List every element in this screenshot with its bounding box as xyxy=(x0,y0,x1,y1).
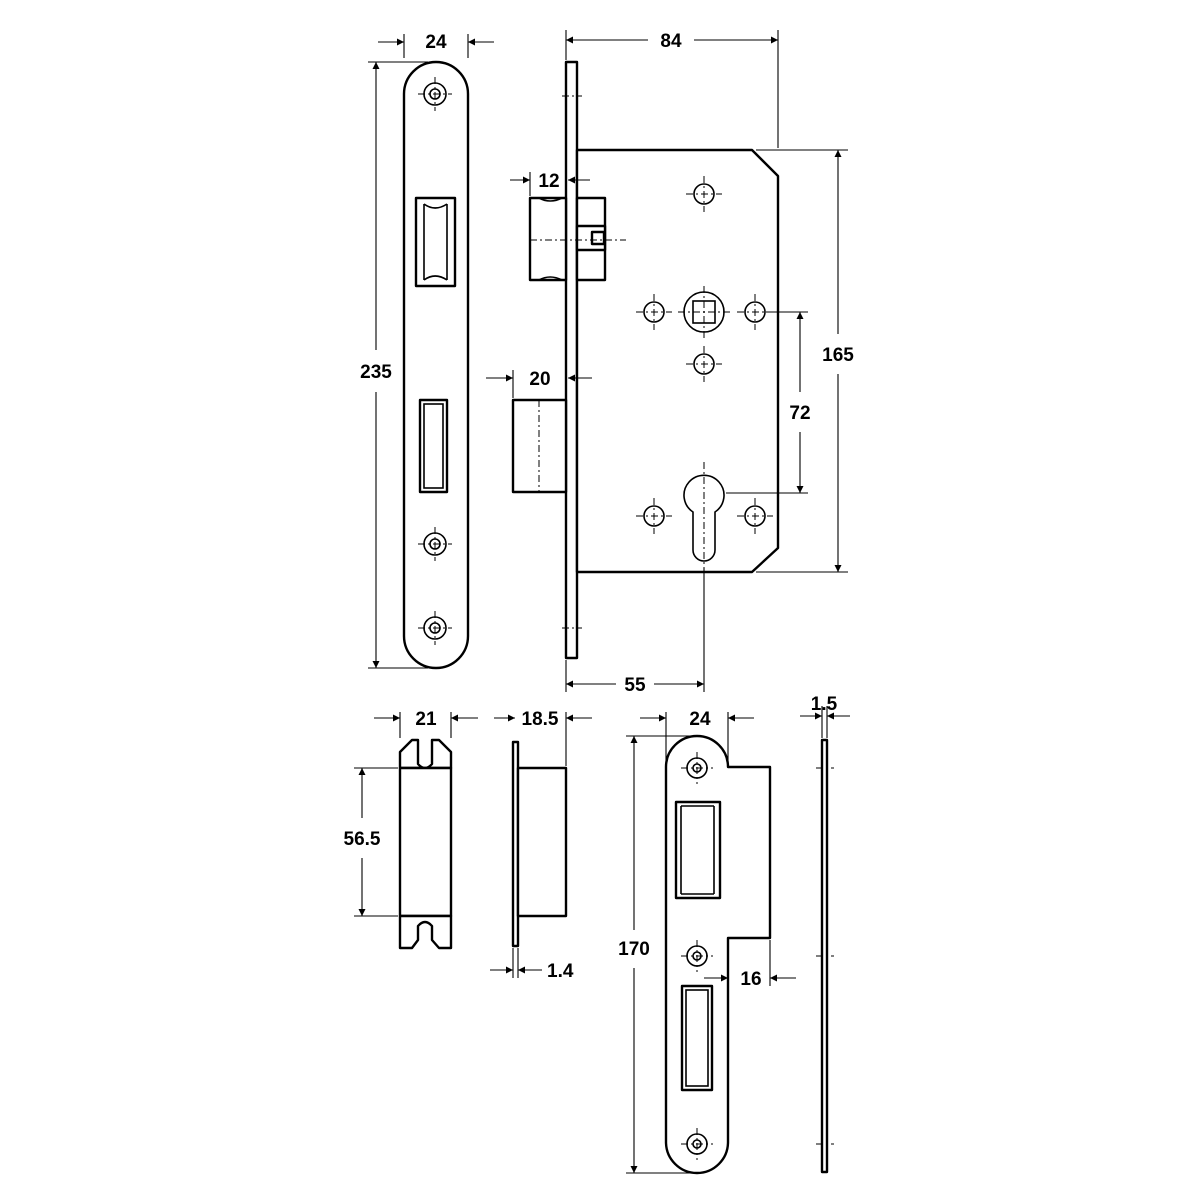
deadbolt-projection-label: 20 xyxy=(529,369,550,390)
strike-thickness-dimension: 1.5 xyxy=(800,694,850,738)
strike-lip-label: 16 xyxy=(740,969,761,990)
case-hole-left-follower xyxy=(636,294,672,330)
latch-projection-dimension: 12 xyxy=(510,171,590,196)
strike-plate xyxy=(664,734,772,1175)
box-keep-depth-dimension: 18.5 xyxy=(494,709,592,766)
case-hole-right-cylinder xyxy=(737,498,773,534)
case-hole-below-follower xyxy=(686,346,722,382)
case-depth-label: 84 xyxy=(660,31,682,52)
case-hole-left-cylinder xyxy=(636,498,672,534)
forend-plate xyxy=(402,60,470,670)
box-keep-height-dimension: 56.5 xyxy=(344,767,398,917)
euro-cylinder-cutout xyxy=(683,462,725,568)
backset-label: 55 xyxy=(624,675,646,696)
box-keep-side-view xyxy=(511,740,568,948)
box-keep-thickness-label: 1.4 xyxy=(547,961,574,982)
forend-height-dimension: 235 xyxy=(360,61,428,669)
forend-deadbolt-opening xyxy=(418,398,449,494)
strike-height-label: 170 xyxy=(618,939,650,960)
case-hole-top xyxy=(686,176,722,212)
strike-lip-dimension: 16 xyxy=(704,940,796,990)
lock-case xyxy=(575,148,780,574)
centre-distance-label: 72 xyxy=(789,403,810,424)
strike-latch-opening xyxy=(674,800,722,900)
strike-height-dimension: 170 xyxy=(618,735,692,1174)
forend-screw-hole-bottom xyxy=(418,611,452,645)
case-height-label: 165 xyxy=(822,345,854,366)
follower-square xyxy=(678,286,730,338)
box-keep-height-label: 56.5 xyxy=(344,829,381,850)
deadbolt-projection-dimension: 20 xyxy=(486,369,592,398)
latch-projection-label: 12 xyxy=(538,171,559,192)
strike-screw-hole-bottom xyxy=(681,1128,713,1160)
forend-screw-hole-top xyxy=(418,77,452,111)
dead-bolt xyxy=(511,398,568,494)
forend-latch-opening xyxy=(414,196,457,288)
box-keep-depth-label: 18.5 xyxy=(522,709,559,730)
forend-screw-hole-middle xyxy=(418,527,452,561)
case-depth-dimension: 84 xyxy=(565,30,779,148)
box-keep-width-label: 21 xyxy=(415,709,437,730)
forend-width-dimension: 24 xyxy=(378,32,494,58)
strike-width-label: 24 xyxy=(689,709,711,730)
strike-thickness-label: 1.5 xyxy=(811,694,838,715)
case-height-dimension: 165 xyxy=(756,149,854,573)
centre-distance-dimension: 72 xyxy=(726,311,811,494)
forend-width-label: 24 xyxy=(425,32,447,53)
strike-screw-hole-middle xyxy=(681,940,713,972)
forend-side-view xyxy=(564,60,579,660)
box-keep-width-dimension: 21 xyxy=(374,709,478,738)
strike-screw-hole-top xyxy=(681,752,713,784)
lock-body xyxy=(511,60,780,660)
backset-dimension: 55 xyxy=(565,568,705,696)
box-keep-front-view xyxy=(398,738,453,950)
forend-height-label: 235 xyxy=(360,362,392,383)
strike-deadbolt-opening xyxy=(680,984,714,1092)
box-keep-thickness-dimension: 1.4 xyxy=(490,948,574,982)
latch-bolt xyxy=(528,196,626,282)
strike-plate-side-view xyxy=(816,738,834,1174)
